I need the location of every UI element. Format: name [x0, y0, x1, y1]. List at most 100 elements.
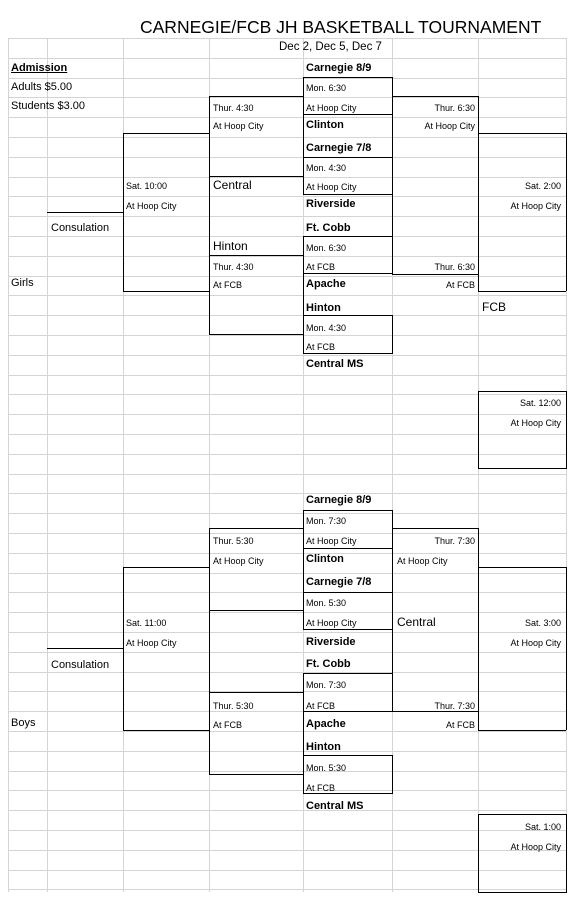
bracket-line — [123, 730, 210, 731]
girls-game2-place: At Hoop City — [306, 182, 357, 192]
boys-game1-place: At Hoop City — [306, 536, 357, 546]
girls-final-time: Sat. 2:00 — [524, 181, 561, 191]
bracket-line — [303, 236, 392, 237]
grid-row-line — [8, 830, 566, 831]
grid-row-line — [8, 295, 566, 296]
grid-row-line — [8, 137, 566, 138]
bracket-line — [392, 528, 478, 529]
grid-row-line — [8, 355, 566, 356]
girls-label: Girls — [11, 277, 34, 289]
grid-row-line — [8, 236, 566, 237]
bracket-line — [478, 814, 479, 892]
girls-game4-time: Mon. 4:30 — [306, 323, 347, 333]
grid-row-line — [8, 493, 566, 494]
bracket-line — [303, 96, 304, 176]
bracket-line — [392, 315, 393, 353]
girls-qf2-place: At FCB — [213, 280, 243, 290]
grid-row-line — [8, 632, 566, 633]
grid-row-line — [8, 414, 566, 415]
grid-row-line — [8, 592, 566, 593]
grid-row-line — [8, 533, 566, 534]
boys-team-apache: Apache — [306, 718, 346, 730]
grid-column-line — [8, 38, 9, 892]
boys-final-place: At Hoop City — [510, 638, 561, 648]
boys-game1-time: Mon. 7:30 — [306, 516, 347, 526]
grid-row-line — [8, 335, 566, 336]
boys-game3-time: Mon. 7:30 — [306, 680, 347, 690]
bracket-line — [209, 176, 304, 177]
boys-semi2-time: Thur. 7:30 — [434, 701, 475, 711]
grid-row-line — [8, 870, 566, 871]
girls-consolation-label: Consulation — [51, 222, 110, 234]
grid-row-line — [8, 652, 566, 653]
boys-consolation-label: Consulation — [51, 659, 110, 671]
bracket-line — [478, 391, 566, 392]
girls-semi1-time: Thur. 6:30 — [434, 103, 475, 113]
boys-third-time: Sat. 1:00 — [524, 822, 561, 832]
boys-semi-winner: Central — [397, 615, 436, 629]
bracket-line — [209, 133, 210, 291]
grid-row-line — [8, 612, 566, 613]
grid-row-line — [8, 474, 566, 475]
bracket-line — [303, 315, 392, 316]
bracket-line — [478, 291, 566, 292]
bracket-line — [392, 755, 393, 793]
bracket-line — [303, 528, 304, 610]
grid-row-line — [8, 256, 566, 257]
boys-team-ft-cobb: Ft. Cobb — [306, 658, 351, 670]
boys-semi2-place: At FCB — [445, 720, 475, 730]
bracket-line — [47, 648, 123, 649]
grid-row-line — [8, 97, 566, 98]
boys-game4-time: Mon. 5:30 — [306, 763, 347, 773]
girls-team-hinton: Hinton — [306, 302, 341, 314]
bracket-line — [478, 133, 566, 134]
bracket-line — [303, 692, 304, 774]
bracket-line — [303, 510, 392, 511]
bracket-line — [123, 133, 124, 291]
bracket-line — [478, 468, 567, 469]
sheet-dates: Dec 2, Dec 5, Dec 7 — [279, 41, 382, 53]
boys-team-hinton: Hinton — [306, 741, 341, 753]
bracket-line — [303, 711, 393, 712]
grid-row-line — [8, 850, 566, 851]
bracket-line — [392, 96, 393, 274]
girls-qf1-winner: Central — [213, 178, 252, 192]
admission-adults: Adults $5.00 — [11, 81, 73, 93]
girls-team-carnegie-8-9: Carnegie 8/9 — [306, 62, 372, 74]
grid-row-line — [8, 454, 566, 455]
boys-semi1-place: At Hoop City — [397, 556, 448, 566]
grid-row-line — [8, 771, 566, 772]
boys-label: Boys — [11, 717, 36, 729]
girls-team-clinton: Clinton — [306, 119, 344, 131]
grid-column-line — [47, 38, 48, 892]
bracket-line — [209, 528, 303, 529]
bracket-line — [47, 212, 123, 213]
grid-row-line — [8, 573, 566, 574]
bracket-line — [303, 629, 393, 630]
grid-row-line — [8, 157, 566, 158]
admission-heading: Admission — [11, 62, 68, 74]
boys-qf1-time: Thur. 5:30 — [213, 536, 254, 546]
girls-third-time: Sat. 12:00 — [519, 398, 561, 408]
girls-game2-time: Mon. 4:30 — [306, 163, 347, 173]
bracket-line — [566, 567, 567, 730]
boys-game4-place: At FCB — [306, 783, 336, 793]
boys-team-carnegie-8-9: Carnegie 8/9 — [306, 494, 372, 506]
bracket-line — [303, 157, 392, 158]
bracket-line — [123, 133, 209, 134]
bracket-line — [209, 567, 210, 730]
bracket-line — [209, 692, 303, 693]
girls-qf2-winner: Hinton — [213, 239, 248, 253]
bracket-line — [209, 774, 304, 775]
bracket-line — [303, 592, 392, 593]
bracket-line — [392, 96, 478, 97]
sheet-title: CARNEGIE/FCB JH BASKETBALL TOURNAMENT — [140, 17, 542, 37]
grid-row-line — [8, 276, 566, 277]
grid-row-line — [8, 375, 566, 376]
bracket-line — [123, 567, 209, 568]
bracket-line — [478, 567, 479, 730]
girls-consolation-place: At Hoop City — [126, 201, 177, 211]
bracket-line — [303, 194, 393, 195]
bracket-line — [478, 133, 479, 291]
